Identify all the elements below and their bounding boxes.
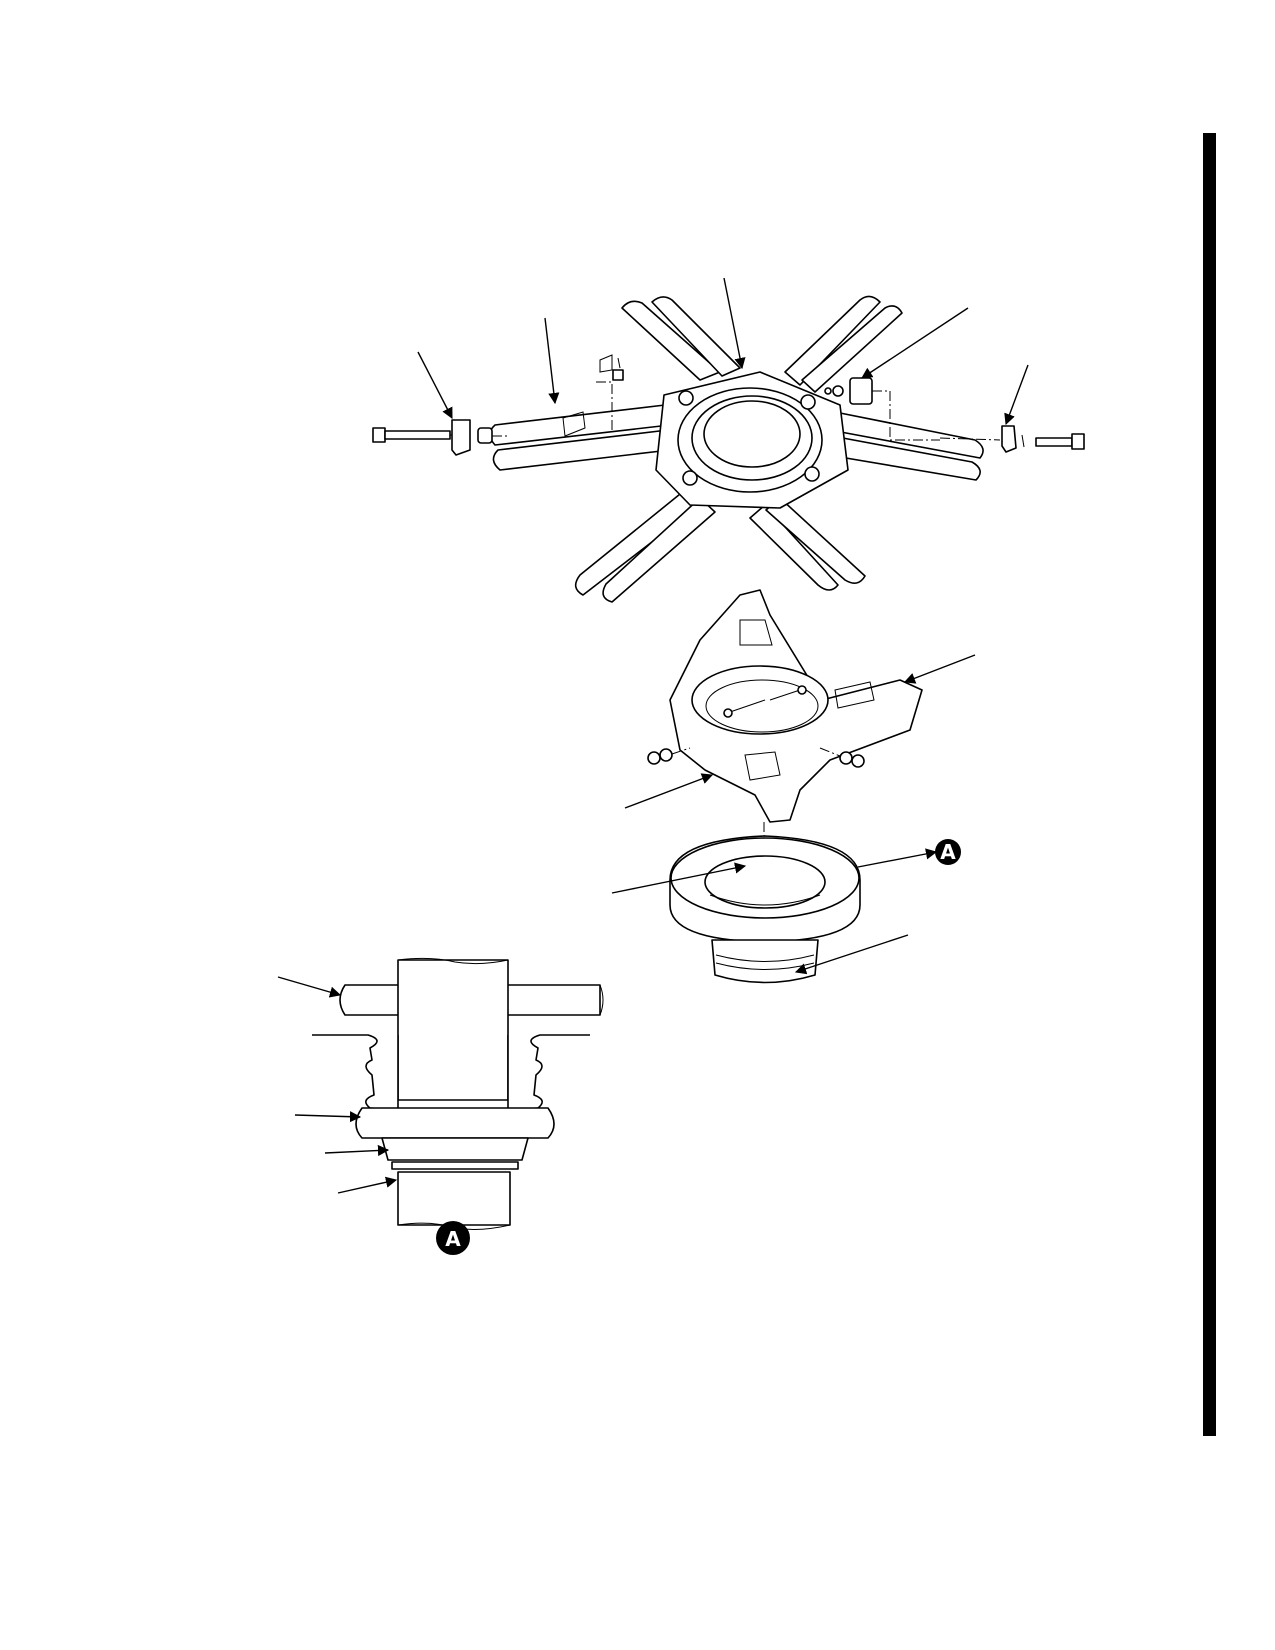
leader-right-clip (1004, 364, 1029, 426)
middle-fitting (647, 589, 923, 823)
leader-detail-tube (337, 1176, 398, 1194)
leader-nut (861, 307, 969, 379)
revision-change-bar (1203, 133, 1216, 1436)
detail-callout-badge: A (935, 839, 961, 865)
detail-view-letter: A (445, 1227, 461, 1251)
right-bolt-group (939, 425, 1085, 453)
leader-detail-member (277, 976, 342, 998)
star-fitting (489, 295, 984, 603)
leader-middle-base (624, 773, 714, 809)
leader-middle-arm (903, 654, 976, 684)
leader-bearing-inner (611, 862, 747, 894)
leader-seal (723, 277, 746, 370)
leader-detail-callout (857, 848, 938, 868)
upper-hardware (596, 357, 940, 441)
leader-left-clip (417, 351, 453, 419)
detail-a-section (312, 957, 604, 1230)
left-bolt-group (372, 419, 508, 456)
leader-bearing-groove (794, 934, 909, 975)
leader-left-arm (544, 317, 560, 405)
detail-callout-letter: A (940, 840, 956, 864)
leader-detail-ring (294, 1111, 362, 1123)
detail-view-badge: A (436, 1221, 470, 1255)
leader-lines (277, 277, 1029, 1194)
leader-detail-seal (324, 1144, 390, 1157)
flange-bearing (669, 835, 861, 984)
